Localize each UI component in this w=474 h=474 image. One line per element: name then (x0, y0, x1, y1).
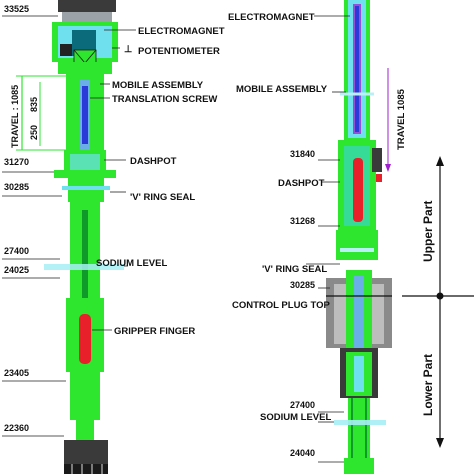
label-v-ring-seal: 'V' RING SEAL (130, 192, 195, 203)
dimension-835: 835 (29, 97, 39, 112)
elevation-31270: 31270 (4, 157, 29, 167)
label-dashpot: DASHPOT (130, 156, 177, 167)
lower-part-label: Lower Part (421, 354, 435, 416)
potentiometer-symbol: ⊥ (124, 44, 133, 55)
right-elevation-31268: 31268 (290, 216, 315, 226)
right-label-v-ring-seal: 'V' RING SEAL (262, 264, 327, 275)
right-label-control-plug-top: CONTROL PLUG TOP (232, 300, 330, 311)
travel-label: TRAVEL : 1085 (10, 85, 20, 148)
elevation-30285: 30285 (4, 182, 29, 192)
elevation-33525: 33525 (4, 4, 29, 14)
right-elevation-31840: 31840 (290, 149, 315, 159)
dimension-250: 250 (29, 125, 39, 140)
label-electromagnet: ELECTROMAGNET (138, 26, 225, 37)
right-elevation-27400: 27400 (290, 400, 315, 410)
right-travel-label: TRAVEL 1085 (396, 88, 407, 150)
left-travel-dimension: TRAVEL : 1085 835 250 (10, 75, 66, 151)
label-translation-screw: TRANSLATION SCREW (112, 94, 217, 105)
elevation-24025: 24025 (4, 265, 29, 275)
left-elevation-markers: 33525 31270 30285 27400 24025 23405 2236… (2, 4, 66, 437)
label-gripper-finger: GRIPPER FINGER (114, 326, 195, 337)
elevation-22360: 22360 (4, 423, 29, 433)
right-elevation-24040: 24040 (290, 448, 315, 458)
right-label-sodium-level: SODIUM LEVEL (260, 412, 331, 423)
elevation-27400: 27400 (4, 246, 29, 256)
right-label-electromagnet: ELECTROMAGNET (228, 12, 315, 23)
elevation-23405: 23405 (4, 368, 29, 378)
right-label-dashpot: DASHPOT (278, 178, 325, 189)
label-sodium-level: SODIUM LEVEL (96, 258, 167, 269)
right-component-labels: ELECTROMAGNET MOBILE ASSEMBLY TRAVEL 108… (228, 12, 407, 463)
right-label-mobile-assembly: MOBILE ASSEMBLY (236, 84, 328, 95)
left-component-labels: ELECTROMAGNET ⊥ POTENTIOMETER MOBILE ASS… (90, 26, 225, 337)
right-mechanism (326, 0, 392, 474)
left-mechanism (44, 0, 124, 474)
divider-junction (436, 292, 444, 300)
right-elevation-30285: 30285 (290, 280, 315, 290)
label-potentiometer: POTENTIOMETER (138, 46, 220, 57)
part-divider: Upper Part Lower Part (402, 156, 474, 448)
upper-part-label: Upper Part (421, 201, 435, 262)
label-mobile-assembly: MOBILE ASSEMBLY (112, 80, 204, 91)
